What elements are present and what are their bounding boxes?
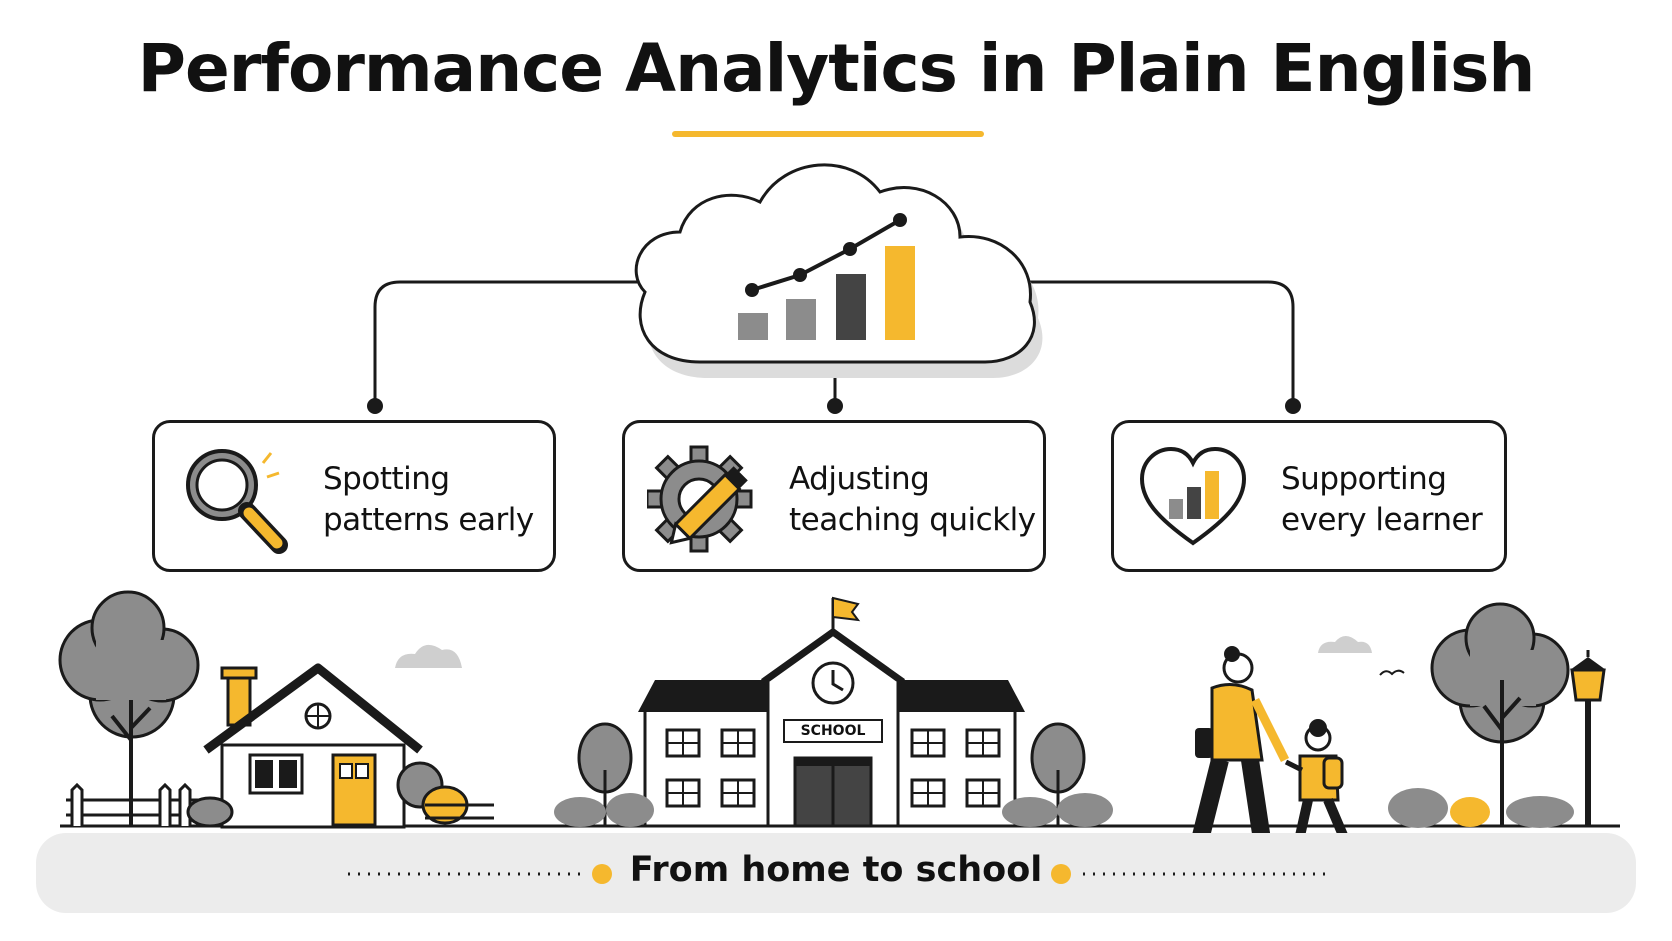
bird-icon	[1379, 669, 1405, 676]
card-label-line1: Adjusting	[789, 461, 930, 497]
title-underline	[672, 131, 984, 137]
connector-dot-left	[367, 398, 383, 414]
connector-right	[1030, 280, 1295, 405]
card-supporting-learners: Supporting every learner	[1111, 420, 1507, 572]
card-spotting-patterns: Spotting patterns early	[152, 420, 556, 572]
heart-chart-icon	[1139, 446, 1247, 546]
card-label-line1: Supporting	[1281, 461, 1447, 497]
connector-dot-center	[827, 398, 843, 414]
tree-right	[1388, 602, 1574, 828]
ground-band	[36, 833, 1636, 913]
gear-pencil-icon	[647, 445, 753, 553]
card-adjusting-teaching: Adjusting teaching quickly	[622, 420, 1046, 572]
bush	[186, 796, 234, 828]
fence-right	[425, 803, 494, 820]
connector-left	[373, 280, 640, 405]
ground-scene	[58, 590, 1620, 847]
card-label: Adjusting teaching quickly	[789, 459, 1036, 541]
school-trees	[554, 722, 1113, 827]
footer-dot-left	[592, 864, 612, 884]
connector-dot-right	[1285, 398, 1301, 414]
magnifying-glass-icon	[186, 449, 288, 554]
card-label-line2: patterns early	[323, 502, 534, 538]
card-label: Supporting every learner	[1281, 459, 1483, 541]
card-label-line1: Spotting	[323, 461, 450, 497]
analytics-chart-icon	[738, 213, 915, 340]
lamp-post	[1570, 650, 1606, 826]
house	[203, 663, 423, 829]
school-sign: SCHOOL	[783, 719, 883, 743]
footer-label: From home to school	[629, 850, 1043, 890]
card-label-line2: teaching quickly	[789, 502, 1036, 538]
small-cloud-icon	[1318, 636, 1372, 653]
page-title: Performance Analytics in Plain English	[137, 30, 1536, 107]
tree-left	[58, 590, 200, 826]
small-cloud-icon	[395, 644, 462, 668]
card-label: Spotting patterns early	[323, 459, 534, 541]
footer-dot-right	[1051, 864, 1071, 884]
card-label-line2: every learner	[1281, 502, 1483, 538]
